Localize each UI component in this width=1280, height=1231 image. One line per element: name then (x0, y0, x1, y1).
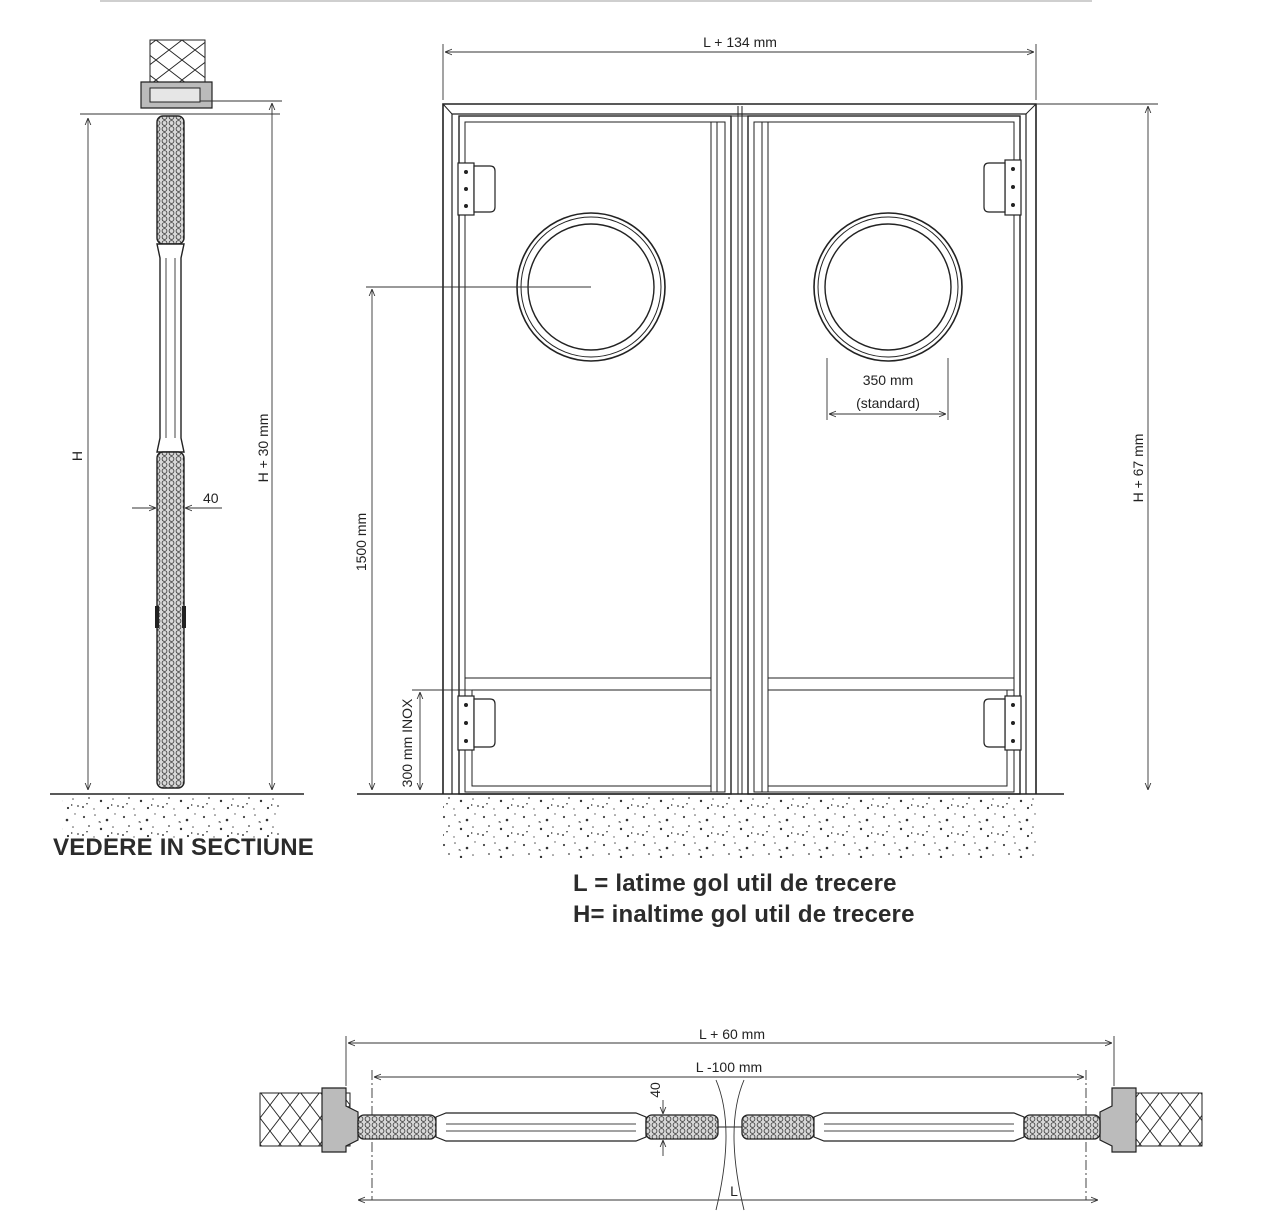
right-door-leaf (747, 115, 1022, 795)
left-frame-profile (321, 1087, 359, 1153)
total-height-dim-label: H + 30 mm (255, 414, 271, 483)
front-view: L + 134 mm (353, 34, 1158, 858)
plan-view: L + 60 mm L -100 mm 40 L (259, 1026, 1203, 1211)
window-diameter-label: 350 mm (863, 372, 914, 388)
section-view-title: VEDERE IN SECTIUNE (53, 834, 314, 861)
floor-fill (443, 796, 1037, 858)
section-view: H H + 30 mm 40 (50, 39, 304, 838)
right-frame-profile (1099, 1087, 1137, 1153)
legend: L = latime gol util de trecere H= inalti… (573, 868, 915, 930)
plan-thickness-label: 40 (647, 1082, 663, 1098)
left-door-leaf (457, 115, 732, 795)
floor-fill (62, 796, 282, 838)
door-leaf-lower-core (156, 451, 185, 789)
thickness-dim-label: 40 (203, 490, 219, 506)
height-dim-label: H (69, 451, 85, 461)
door-leaf-upper-core (156, 115, 185, 245)
left-leaf-plan (357, 1112, 719, 1142)
hinge-icon (457, 162, 496, 216)
kickplate-dim-label: 300 mm INOX (399, 698, 415, 787)
hinge-icon (983, 695, 1022, 751)
door-frame (442, 103, 1037, 794)
door-window-section (156, 243, 185, 453)
inner-width-dim-label: L -100 mm (696, 1059, 762, 1075)
legend-line-height: H= inaltime gol util de trecere (573, 901, 915, 928)
right-leaf-plan (741, 1112, 1101, 1142)
total-height-dim-label: H + 67 mm (1130, 434, 1146, 503)
outer-width-dim-label: L + 60 mm (699, 1026, 765, 1042)
clear-width-label: L (730, 1183, 738, 1199)
width-dim-label: L + 134 mm (703, 34, 777, 50)
hinge-icon (457, 695, 496, 751)
hinge-icon (983, 159, 1022, 216)
legend-line-width: L = latime gol util de trecere (573, 870, 897, 897)
window-diameter-note: (standard) (856, 395, 920, 411)
right-porthole-window (813, 212, 963, 362)
window-height-dim-label: 1500 mm (353, 513, 369, 571)
